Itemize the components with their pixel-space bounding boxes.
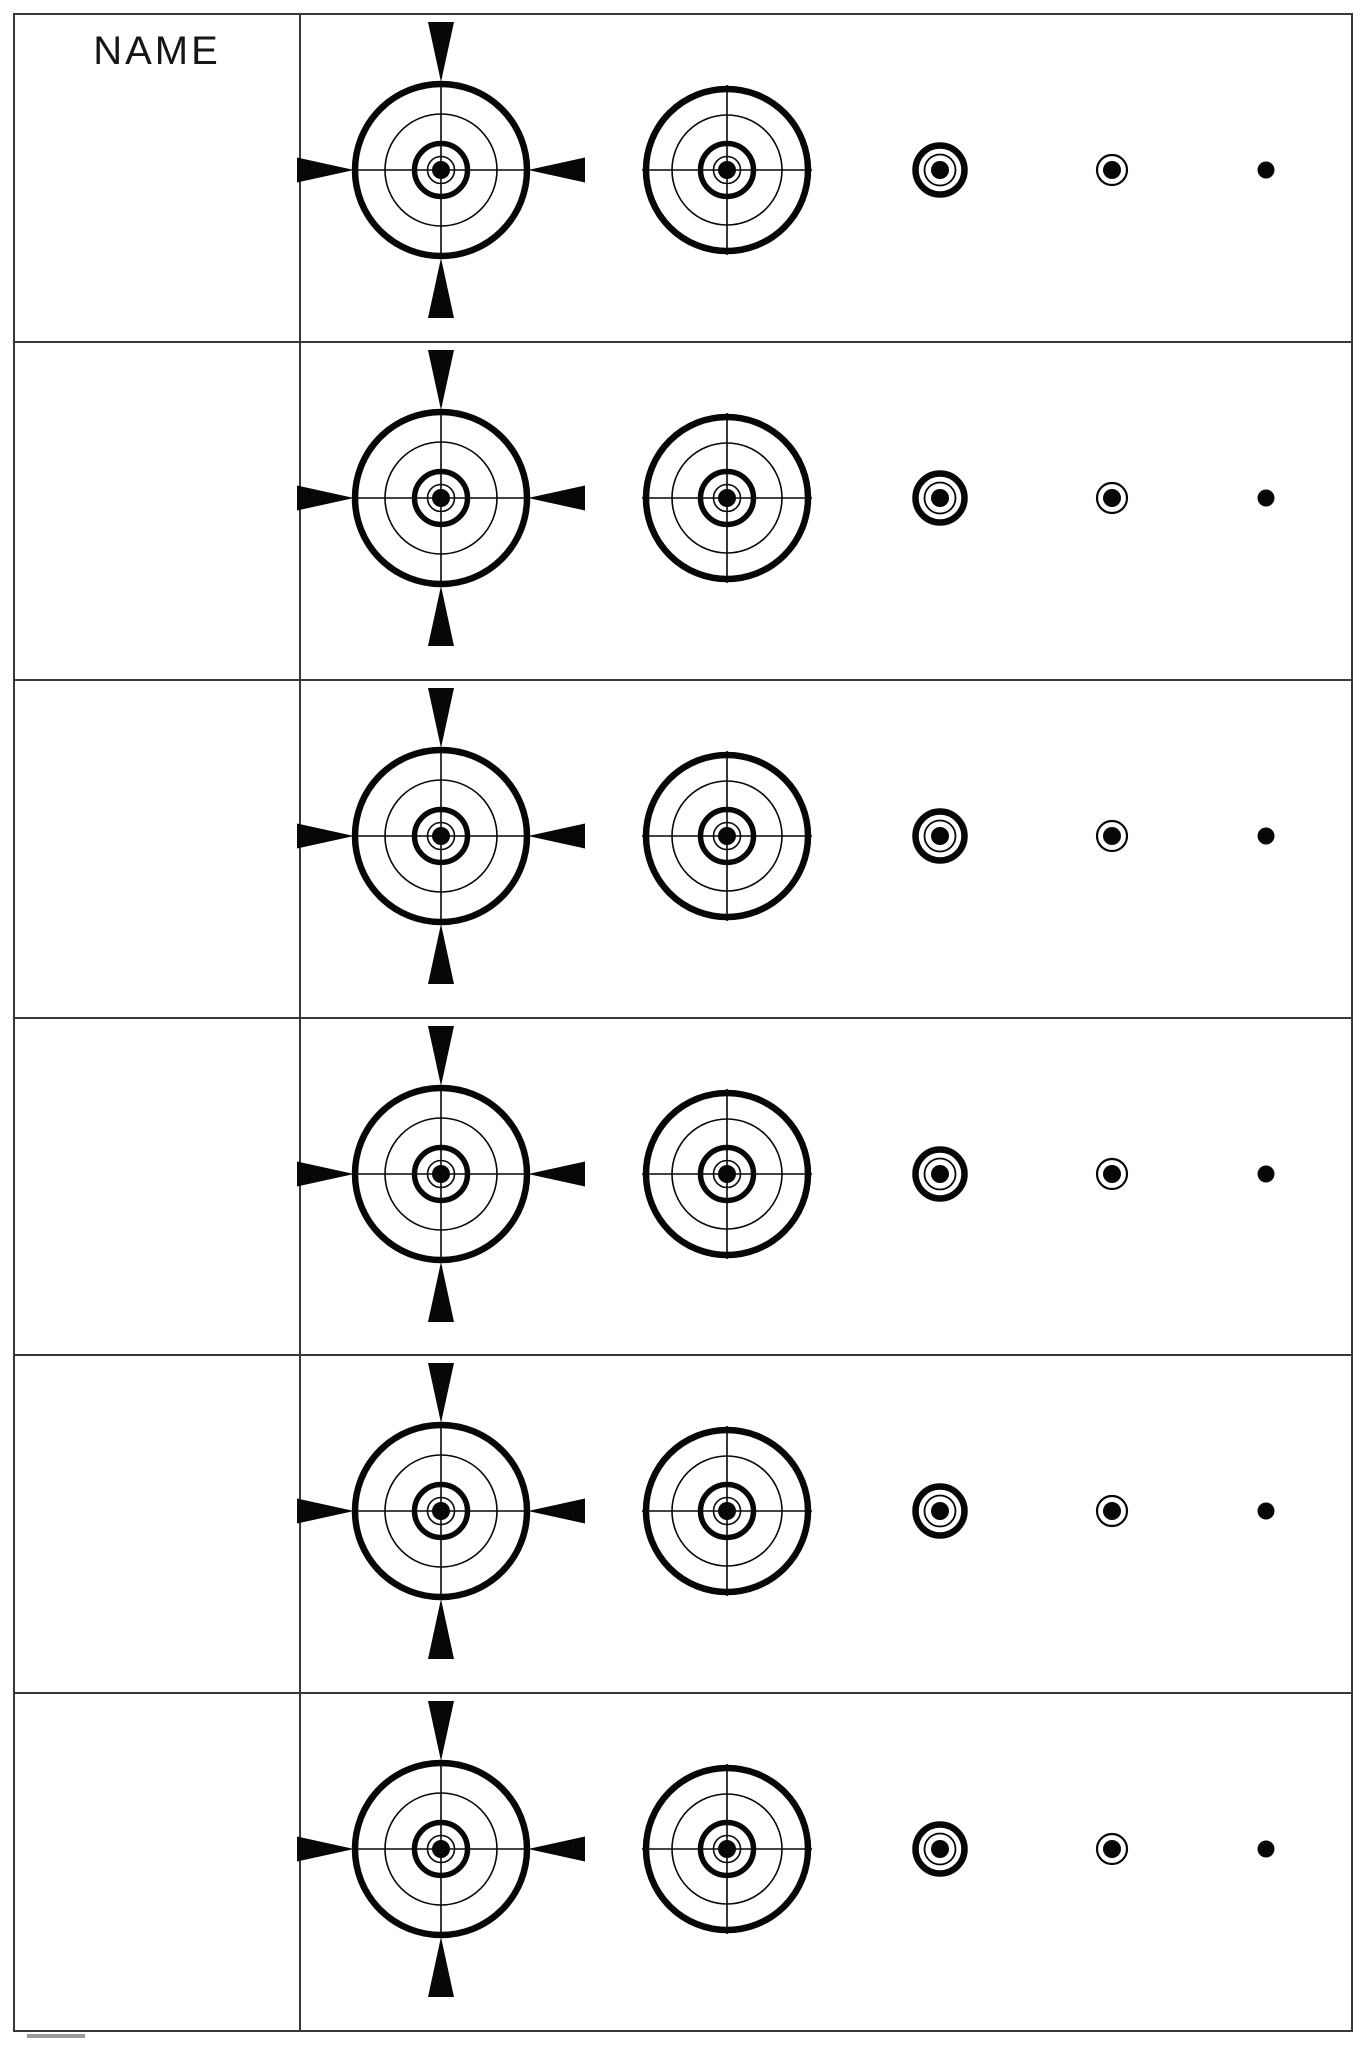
- arrow-left-icon: [528, 1498, 585, 1524]
- name-cell: [15, 680, 301, 1017]
- small-bullseye-target: [912, 808, 968, 864]
- large-crosshair-target: [642, 85, 812, 255]
- arrow-up-icon: [428, 923, 454, 984]
- arrow-down-icon: [428, 687, 454, 748]
- arrow-right-icon: [297, 1836, 354, 1862]
- arrow-up-icon: [428, 1937, 454, 1998]
- arrow-up-icon: [428, 1599, 454, 1660]
- small-bullseye-target: [912, 470, 968, 526]
- dot-target: [1257, 489, 1275, 507]
- table-row: [15, 1354, 1351, 1693]
- targets-cell: [297, 681, 1351, 1017]
- large-crosshair-target: [642, 1426, 812, 1597]
- xl-crosshair-arrow-target: [297, 350, 585, 646]
- xl-crosshair-arrow-target: [297, 1025, 585, 1322]
- dot-target: [1257, 1840, 1275, 1858]
- table-row: [15, 341, 1351, 679]
- arrow-right-icon: [297, 823, 354, 849]
- targets-cell: [297, 15, 1351, 341]
- targets-cell: [297, 1019, 1351, 1355]
- targets-table: NAME: [13, 13, 1353, 2032]
- arrow-up-icon: [428, 1261, 454, 1322]
- arrow-right-icon: [297, 485, 354, 511]
- arrow-down-icon: [428, 1701, 454, 1762]
- targets-cell: [297, 1694, 1351, 2030]
- large-crosshair-target: [642, 750, 812, 921]
- dot-target: [1257, 827, 1275, 845]
- micro-ring-dot-target: [1095, 481, 1129, 515]
- arrow-right-icon: [297, 157, 354, 183]
- arrow-right-icon: [297, 1498, 354, 1524]
- micro-ring-dot-target: [1095, 1495, 1129, 1528]
- arrow-up-icon: [428, 586, 454, 646]
- small-bullseye-target: [912, 1483, 968, 1540]
- targets-cell: [297, 343, 1351, 679]
- dot-target: [1257, 1502, 1275, 1520]
- micro-ring-dot-target: [1095, 1833, 1129, 1866]
- small-bullseye-target: [912, 1145, 968, 1202]
- large-crosshair-target: [642, 1088, 812, 1259]
- name-cell: [15, 1356, 301, 1693]
- xl-crosshair-arrow-target: [297, 687, 585, 984]
- arrow-down-icon: [428, 1363, 454, 1424]
- arrow-down-icon: [428, 350, 454, 410]
- micro-ring-dot-target: [1095, 1157, 1129, 1190]
- table-row: [15, 1692, 1351, 2030]
- micro-ring-dot-target: [1095, 819, 1129, 852]
- targets-cell: [297, 1356, 1351, 1692]
- large-crosshair-target: [642, 413, 812, 583]
- scan-artifact: [27, 2034, 85, 2038]
- micro-ring-dot-target: [1095, 153, 1129, 187]
- small-bullseye-target: [912, 1821, 968, 1877]
- xl-crosshair-arrow-target: [297, 22, 585, 318]
- arrow-left-icon: [528, 485, 585, 511]
- arrow-right-icon: [297, 1161, 354, 1187]
- name-cell: [15, 1694, 301, 2030]
- arrow-left-icon: [528, 157, 585, 183]
- small-bullseye-target: [912, 142, 968, 198]
- arrow-left-icon: [528, 1836, 585, 1862]
- dot-target: [1257, 1165, 1275, 1183]
- arrow-down-icon: [428, 22, 454, 82]
- table-row: [15, 678, 1351, 1017]
- arrow-down-icon: [428, 1025, 454, 1086]
- name-label: NAME: [93, 29, 221, 73]
- xl-crosshair-arrow-target: [297, 1701, 585, 1998]
- table-row: NAME: [15, 15, 1351, 341]
- arrow-up-icon: [428, 258, 454, 318]
- name-cell: NAME: [15, 15, 301, 341]
- name-cell: [15, 343, 301, 679]
- arrow-left-icon: [528, 823, 585, 849]
- arrow-left-icon: [528, 1161, 585, 1187]
- xl-crosshair-arrow-target: [297, 1363, 585, 1660]
- name-cell: [15, 1018, 301, 1355]
- dot-target: [1257, 161, 1275, 179]
- table-row: [15, 1016, 1351, 1355]
- large-crosshair-target: [642, 1764, 812, 1935]
